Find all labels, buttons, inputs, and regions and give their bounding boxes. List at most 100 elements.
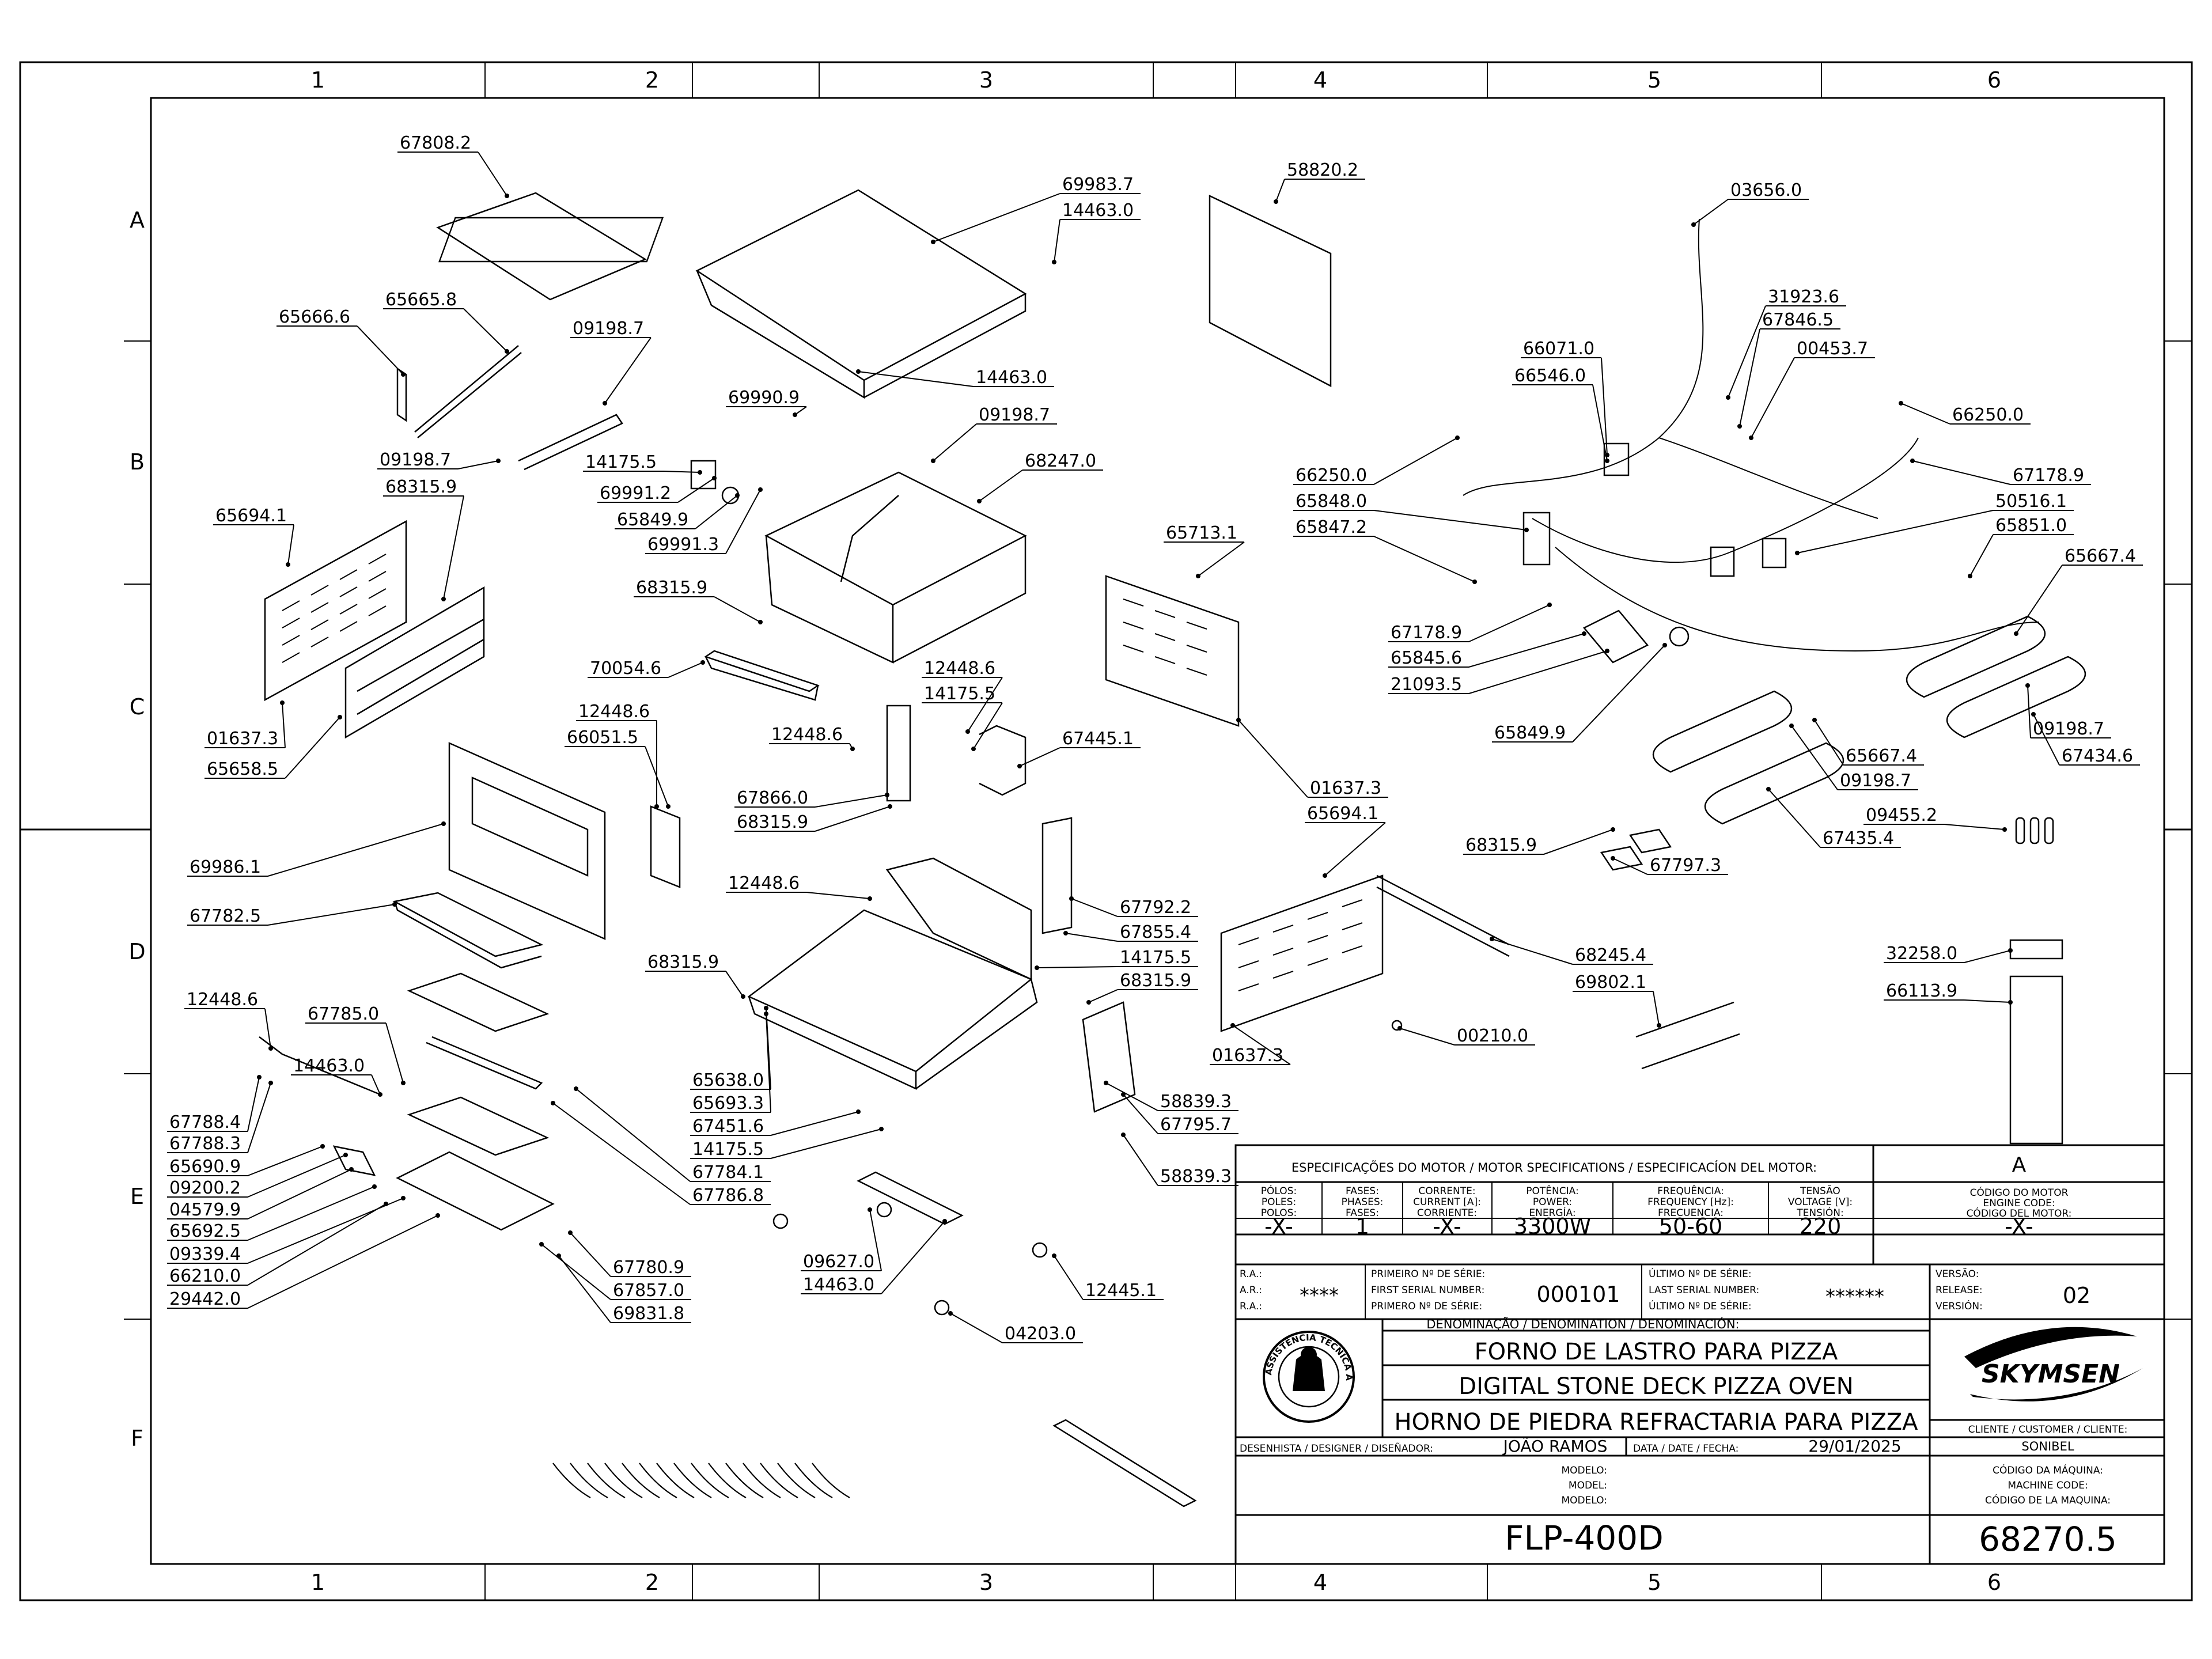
part-number-label: 68315.9 [636, 578, 707, 598]
callout-67855.4: 67855.4 [1063, 922, 1198, 942]
part-number-label: 65690.9 [169, 1157, 241, 1177]
motor-col-3-header: CORRIENTE: [1417, 1207, 1477, 1219]
release-label-1: VERSÃO: [1936, 1267, 1979, 1280]
part-number-label: 65848.0 [1296, 491, 1367, 512]
grid-row-A: A [130, 207, 145, 233]
part-number-label: 04579.9 [169, 1200, 241, 1220]
part-number-label: 09200.2 [169, 1178, 241, 1198]
part-number-label: 65694.1 [1307, 804, 1378, 824]
grid-column-4-bottom: 4 [1313, 1570, 1327, 1595]
callout-67178.9: 67178.9 [1910, 459, 2091, 486]
callout-58839.3: 58839.3 [1104, 1081, 1238, 1112]
callout-67808.2: 67808.2 [397, 133, 509, 198]
motor-col-3-value: -X- [1433, 1214, 1461, 1239]
part-number-label: 68315.9 [737, 812, 808, 832]
motor-col-5-header: FRECUENCIA: [1658, 1207, 1724, 1219]
callout-09455.2: 09455.2 [1863, 805, 2007, 832]
part-number-label: 68247.0 [1025, 451, 1096, 471]
part-number-label: 67788.4 [169, 1112, 241, 1132]
part-number-label: 14175.5 [924, 684, 995, 704]
callout-65693.3: 65693.3 [690, 1012, 771, 1113]
model-label-2: MODEL: [1569, 1480, 1607, 1491]
callout-68315.9: 68315.9 [1086, 971, 1198, 1005]
part-number-label: 03656.0 [1730, 180, 1802, 200]
part-number-label: 65713.1 [1166, 523, 1237, 543]
motor-spec-header: ESPECIFICAÇÕES DO MOTOR / MOTOR SPECIFIC… [1291, 1160, 1817, 1175]
grid-column-3-bottom: 3 [979, 1570, 993, 1595]
engine-code-value: -X- [2005, 1214, 2033, 1239]
callout-70054.6: 70054.6 [588, 658, 705, 679]
part-number-label: 00453.7 [1797, 339, 1868, 359]
motor-col-4-header: ENERGÍA: [1529, 1206, 1575, 1219]
callout-58839.3: 58839.3 [1121, 1132, 1238, 1187]
motor-col-6-header: VOLTAGE [V]: [1788, 1196, 1853, 1208]
top-plate-67808 [436, 192, 647, 301]
callout-67785.0: 67785.0 [305, 1004, 406, 1085]
part-number-label: 67780.9 [613, 1257, 684, 1278]
callout-50516.1: 50516.1 [1795, 491, 2074, 555]
grid-column-5-bottom: 5 [1647, 1570, 1661, 1595]
part-number-label: 66250.0 [1296, 465, 1367, 486]
motor-col-5-value: 50-60 [1659, 1214, 1722, 1239]
callout-00210.0: 00210.0 [1397, 1026, 1535, 1046]
vent-panel-right-bottom [1220, 874, 1384, 1032]
part-number-label: 58820.2 [1287, 160, 1358, 180]
date-label: DATA / DATE / FECHA: [1633, 1443, 1738, 1455]
callout-14175.5: 14175.5 [583, 452, 702, 475]
part-number-label: 67435.4 [1823, 828, 1894, 849]
callout-58820.2: 58820.2 [1274, 160, 1365, 204]
side-panel-58820 [1209, 195, 1332, 388]
part-number-label: 69831.8 [613, 1304, 684, 1324]
part-number-label: 12445.1 [1085, 1281, 1157, 1301]
part-number-label: 66250.0 [1952, 405, 2024, 425]
callout-09200.2: 09200.2 [167, 1153, 348, 1198]
callout-67797.3: 67797.3 [1611, 855, 1728, 876]
part-number-label: 21093.5 [1391, 675, 1462, 695]
model-label-1: MODELO: [1561, 1465, 1607, 1476]
name-pt: FORNO DE LASTRO PARA PIZZA [1475, 1339, 1838, 1365]
callout-21093.5: 21093.5 [1388, 649, 1609, 695]
callout-68315.9: 68315.9 [1463, 827, 1615, 855]
callout-69990.9: 69990.9 [726, 388, 807, 417]
part-number-label: 14175.5 [692, 1139, 764, 1160]
part-number-label: 70054.6 [590, 658, 661, 679]
part-number-label: 01637.3 [1212, 1046, 1283, 1066]
machine-code-value: 68270.5 [1979, 1520, 2117, 1559]
callout-68247.0: 68247.0 [977, 451, 1103, 503]
part-number-label: 65849.9 [617, 510, 688, 530]
callout-00453.7: 00453.7 [1749, 339, 1875, 440]
part-number-label: 14463.0 [293, 1056, 365, 1076]
grid-row-F: F [131, 1426, 143, 1451]
denomination-header: DENOMINAÇÃO / DENOMINATION / DENOMINACIÓ… [1426, 1316, 1739, 1331]
designer-label: DESENHISTA / DESIGNER / DISEÑADOR: [1240, 1442, 1433, 1455]
callout-66546.0: 66546.0 [1512, 366, 1609, 463]
callout-68245.4: 68245.4 [1490, 937, 1653, 965]
first-serial-label-3: PRIMERO Nº DE SÉRIE: [1371, 1300, 1482, 1312]
callout-65666.6: 65666.6 [276, 307, 406, 377]
top-insulation-plate [438, 217, 664, 263]
last-serial-label-3: ÚLTIMO Nº DE SÉRIE: [1649, 1300, 1752, 1312]
callout-09627.0: 09627.0 [801, 1207, 882, 1272]
part-number-label: 01637.3 [207, 729, 278, 749]
part-number-label: 68245.4 [1575, 945, 1646, 965]
callout-65667.4: 65667.4 [1812, 718, 1924, 766]
callout-69991.2: 69991.2 [597, 476, 717, 503]
callout-09198.7: 09198.7 [570, 319, 652, 406]
callout-12448.6: 12448.6 [184, 990, 273, 1051]
motor-col-5-header: FREQUENCY [Hz]: [1647, 1196, 1734, 1208]
motor-col-3-header: CURRENT [A]: [1413, 1196, 1481, 1208]
release-label-2: RELEASE: [1936, 1285, 1983, 1296]
callout-67857.0: 67857.0 [539, 1242, 691, 1301]
part-number-label: 68315.9 [385, 477, 457, 497]
part-number-label: 65638.0 [692, 1070, 764, 1090]
part-number-label: 65658.5 [207, 759, 278, 779]
callout-65849.9: 65849.9 [1492, 643, 1667, 743]
grid-column-4-top: 4 [1313, 67, 1327, 93]
part-number-label: 65667.4 [2065, 546, 2136, 566]
top-cover [695, 189, 1027, 381]
release-value: 02 [2063, 1283, 2090, 1308]
callout-66250.0: 66250.0 [1293, 435, 1460, 486]
ra-label-2: A.R.: [1240, 1285, 1262, 1296]
grid-column-6-top: 6 [1987, 67, 2001, 93]
